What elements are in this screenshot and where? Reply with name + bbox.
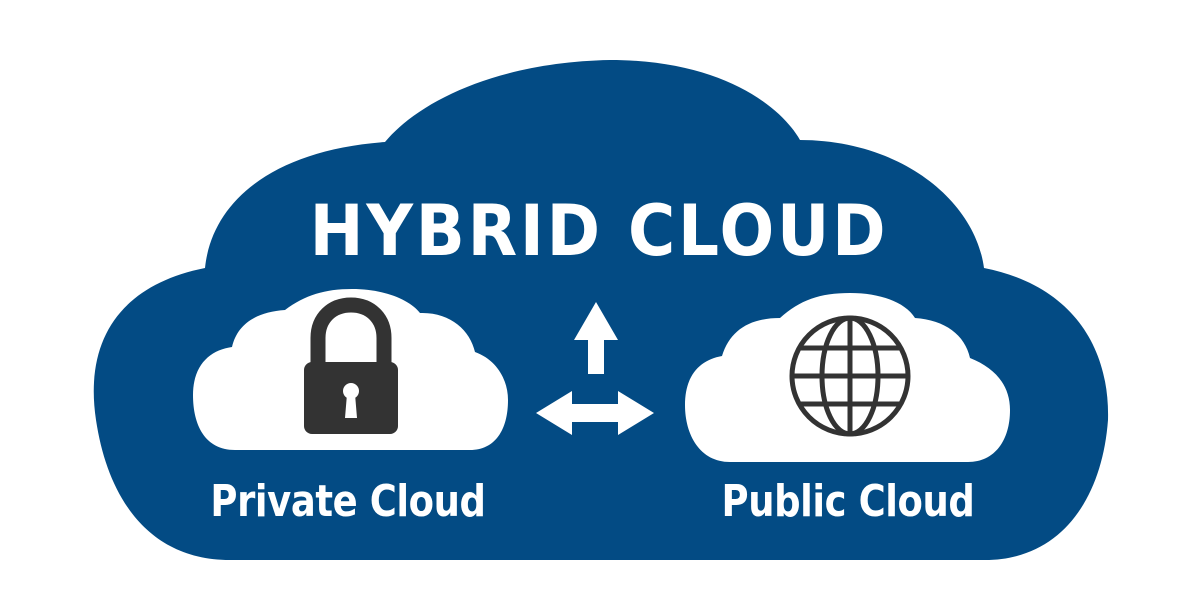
arrow-left-right-icon	[536, 391, 654, 435]
globe-icon	[789, 315, 911, 437]
private-cloud-label: Private Cloud	[210, 476, 486, 527]
arrow-up-icon	[574, 302, 618, 374]
diagram-title: HYBRID CLOUD	[309, 190, 889, 272]
public-cloud-label: Public Cloud	[721, 476, 975, 527]
lock-icon	[304, 297, 398, 434]
